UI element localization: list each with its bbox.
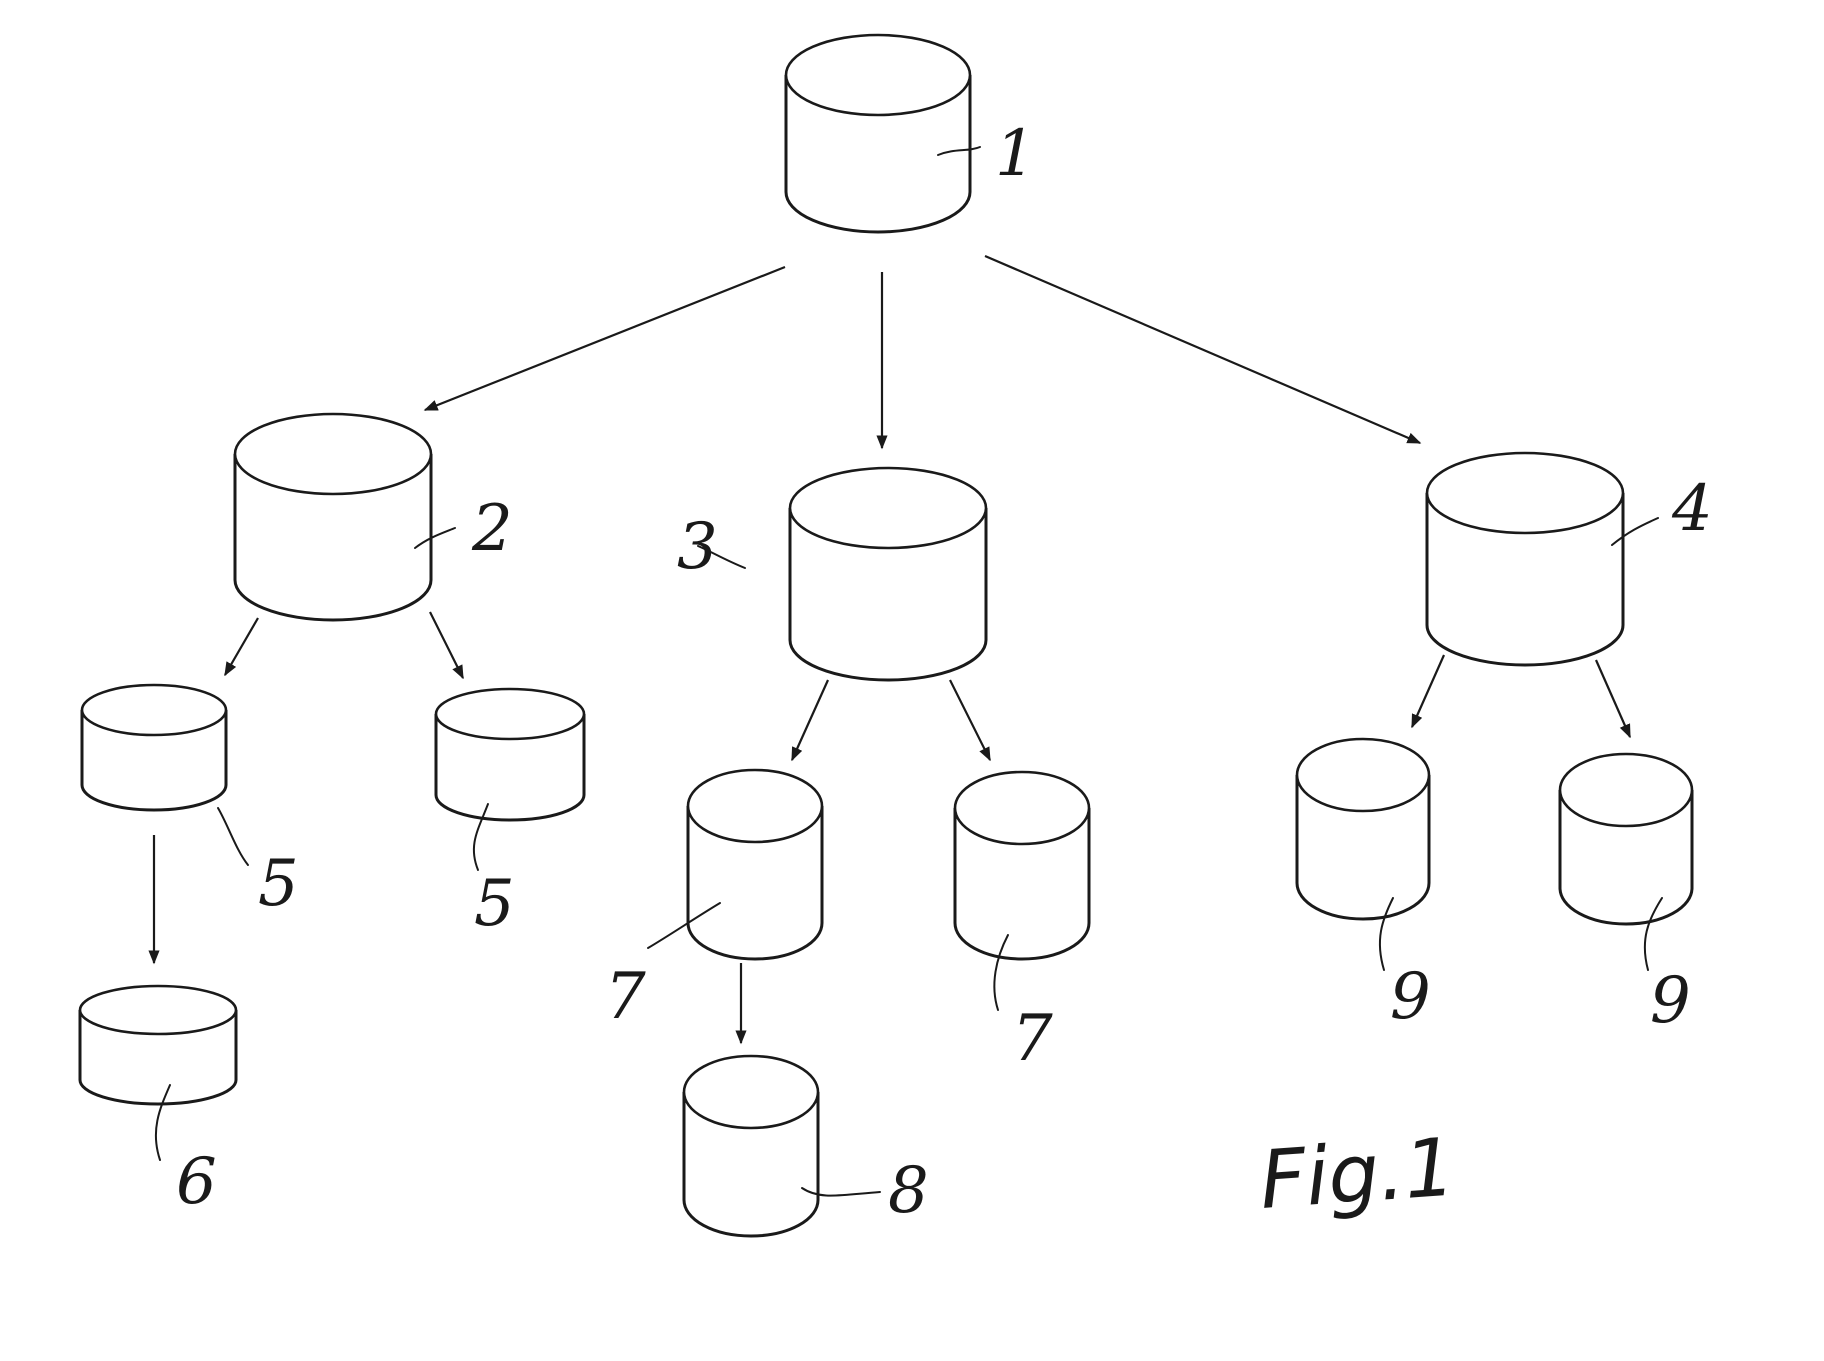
database-cylinder-5 bbox=[436, 689, 584, 820]
reference-numeral-9: 9 bbox=[1650, 964, 1691, 1038]
database-cylinder-5 bbox=[82, 685, 226, 810]
arrow-n4-to-n9b bbox=[1596, 660, 1630, 737]
database-cylinder-6 bbox=[80, 986, 236, 1104]
arrow-n2-to-n5a bbox=[225, 618, 258, 675]
reference-numeral-3: 3 bbox=[677, 510, 718, 584]
reference-numeral-4: 4 bbox=[1671, 472, 1713, 546]
reference-numeral-1: 1 bbox=[995, 117, 1036, 191]
reference-numeral-7: 7 bbox=[1012, 1002, 1053, 1076]
database-cylinder-1 bbox=[786, 35, 970, 232]
cylinder-top bbox=[436, 689, 584, 739]
cylinder-top bbox=[235, 414, 431, 494]
nodes-layer bbox=[80, 35, 1692, 1236]
database-cylinder-2 bbox=[235, 414, 431, 620]
arrow-n1-to-n4 bbox=[985, 256, 1420, 443]
arrow-n4-to-n9a bbox=[1412, 655, 1444, 727]
reference-numeral-8: 8 bbox=[888, 1154, 929, 1228]
cylinder-top bbox=[688, 770, 822, 842]
cylinder-top bbox=[790, 468, 986, 548]
arrow-n2-to-n5b bbox=[430, 612, 463, 678]
cylinder-top bbox=[1427, 453, 1623, 533]
cylinder-top bbox=[82, 685, 226, 735]
database-cylinder-7 bbox=[955, 772, 1089, 959]
cylinder-top bbox=[1297, 739, 1429, 811]
arrow-n3-to-n7a bbox=[792, 680, 828, 760]
leader-line-5 bbox=[218, 808, 248, 865]
cylinder-top bbox=[80, 986, 236, 1034]
database-cylinder-9 bbox=[1560, 754, 1692, 924]
arrow-n3-to-n7b bbox=[950, 680, 990, 760]
reference-numeral-7: 7 bbox=[605, 960, 646, 1034]
reference-numeral-9: 9 bbox=[1390, 960, 1431, 1034]
arrow-n1-to-n2 bbox=[425, 267, 785, 410]
cylinder-top bbox=[786, 35, 970, 115]
reference-numeral-2: 2 bbox=[471, 492, 513, 566]
cylinder-top bbox=[1560, 754, 1692, 826]
reference-numeral-5: 5 bbox=[258, 847, 299, 921]
cylinder-top bbox=[684, 1056, 818, 1128]
database-cylinder-4 bbox=[1427, 453, 1623, 665]
figure-caption: Fig.1 bbox=[1257, 1121, 1458, 1227]
database-cylinder-3 bbox=[790, 468, 986, 680]
database-cylinder-9 bbox=[1297, 739, 1429, 919]
database-cylinder-8 bbox=[684, 1056, 818, 1236]
database-cylinder-7 bbox=[688, 770, 822, 959]
reference-numeral-5: 5 bbox=[474, 867, 515, 941]
reference-numeral-6: 6 bbox=[176, 1145, 217, 1219]
cylinder-top bbox=[955, 772, 1089, 844]
